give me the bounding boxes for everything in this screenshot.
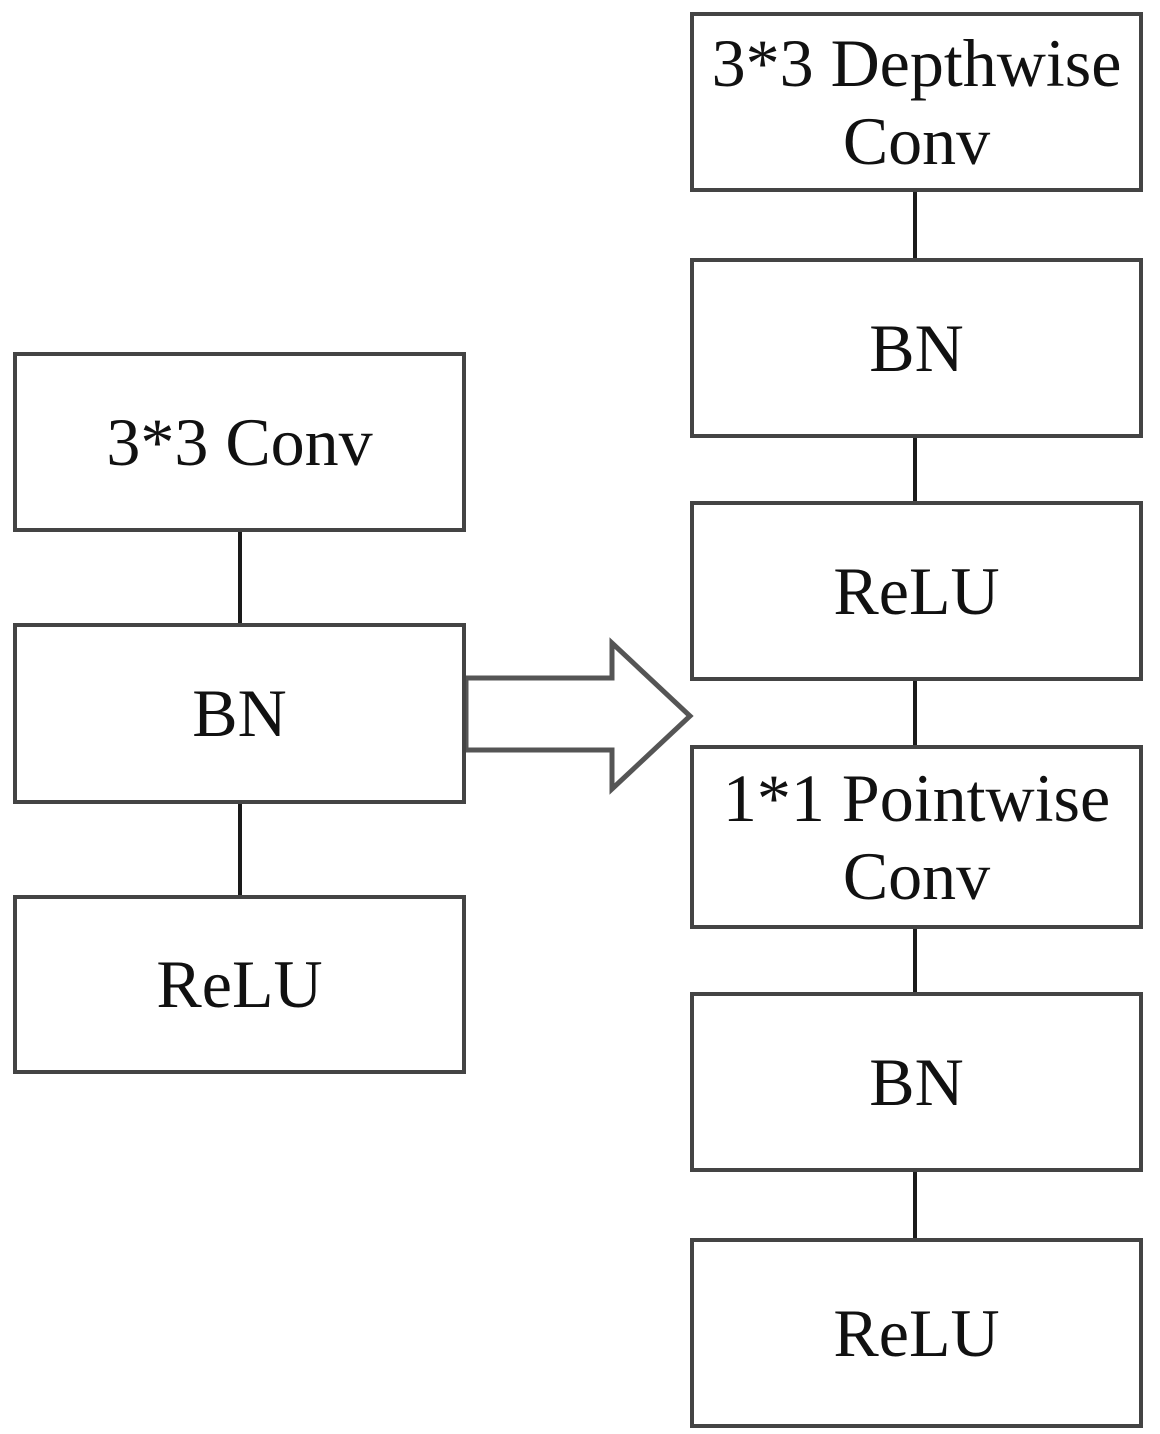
box-relu-left: ReLU <box>13 895 466 1074</box>
box-relu-right-1-label: ReLU <box>833 552 1000 629</box>
box-relu-right-2-label: ReLU <box>833 1294 1000 1371</box>
box-relu-right-2: ReLU <box>690 1238 1143 1428</box>
box-relu-left-label: ReLU <box>156 946 323 1023</box>
connector-line <box>913 1170 917 1240</box>
box-bn-left: BN <box>13 623 466 804</box>
box-bn-right-2-label: BN <box>869 1043 964 1120</box>
box-3x3-depthwise-conv-label: 3*3 Depthwise Conv <box>711 24 1122 179</box>
connector-line <box>238 530 242 625</box>
connector-line <box>913 679 917 747</box>
box-bn-right-2: BN <box>690 992 1143 1172</box>
box-1x1-pointwise-conv: 1*1 Pointwise Conv <box>690 745 1143 929</box>
box-3x3-conv-label: 3*3 Conv <box>106 403 373 480</box>
box-bn-right-1-label: BN <box>869 309 964 386</box>
right-block-arrow-icon <box>463 637 694 795</box>
box-1x1-pointwise-conv-label: 1*1 Pointwise Conv <box>722 759 1111 914</box>
connector-line <box>238 801 242 897</box>
box-3x3-depthwise-conv: 3*3 Depthwise Conv <box>690 12 1143 192</box>
box-relu-right-1: ReLU <box>690 501 1143 681</box>
transform-arrow <box>458 633 698 798</box>
box-bn-left-label: BN <box>192 675 287 752</box>
connector-line <box>913 190 917 260</box>
connector-line <box>913 436 917 503</box>
box-3x3-conv: 3*3 Conv <box>13 352 466 532</box>
box-bn-right-1: BN <box>690 258 1143 438</box>
connector-line <box>913 926 917 994</box>
